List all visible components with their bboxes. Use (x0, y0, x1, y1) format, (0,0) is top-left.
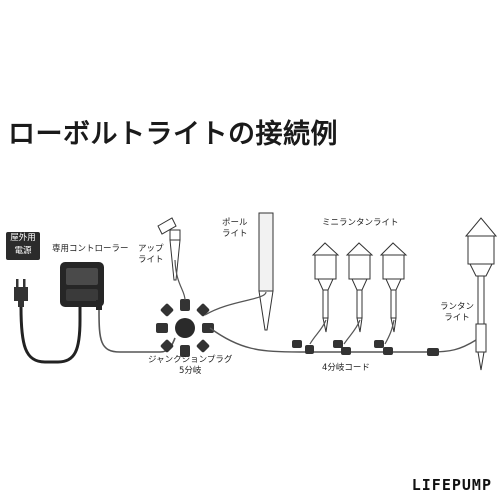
mini-lantern-icons (311, 242, 408, 333)
lantern-light-label: ランタン ライト (440, 302, 475, 323)
junction-plug-label: ジャンクションプラグ 5分岐 (148, 355, 233, 376)
power-cable (19, 305, 82, 364)
lantern-light-icon (464, 217, 498, 371)
outdoor-power-label: 屋外用 電源 (6, 232, 40, 260)
up-light-icon (157, 217, 186, 301)
mini-lantern-label: ミニランタンライト (322, 218, 399, 228)
four-way-cord (209, 319, 477, 356)
power-plug-icon (14, 279, 28, 307)
controller-label: 専用コントローラー (52, 244, 129, 254)
outdoor-power-text: 屋外用 電源 (10, 233, 36, 256)
controller-icon (60, 262, 104, 310)
four-way-cord-label: 4分岐コード (322, 363, 370, 373)
pole-light-icon (204, 212, 274, 331)
junction-plug-icon (156, 299, 214, 357)
brand-watermark: LIFEPUMP (411, 476, 492, 494)
diagram-title: ローボルトライトの接続例 (8, 119, 338, 150)
up-light-label: アップ ライト (138, 244, 164, 265)
pole-light-label: ポール ライト (222, 218, 248, 239)
